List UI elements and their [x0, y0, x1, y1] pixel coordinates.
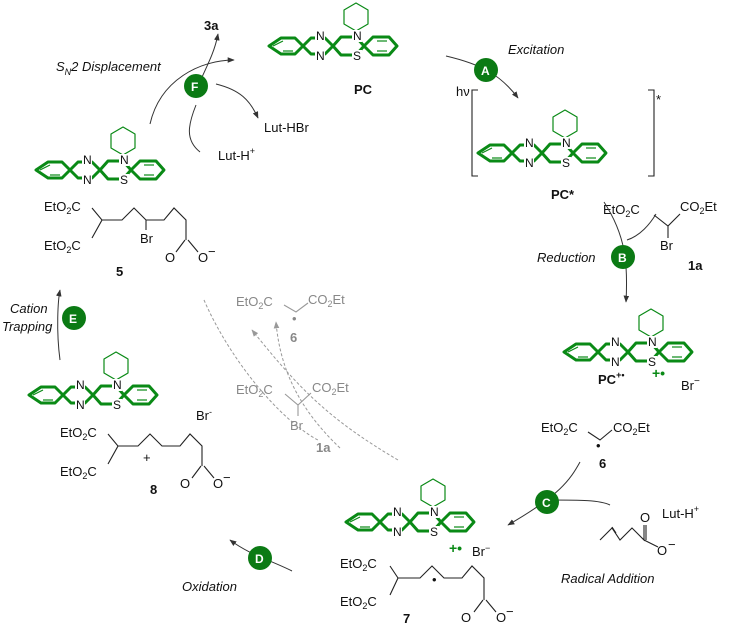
- int7-plus-dot: +•: [449, 540, 462, 556]
- arrow-b-reagent: [626, 213, 657, 241]
- chain-7: EtO2C EtO2C • O O −: [340, 556, 514, 625]
- svg-text:O: O: [640, 510, 650, 525]
- malonyl-radical-6-right: EtO2C CO2Et •: [541, 420, 650, 453]
- svg-text:O: O: [180, 476, 190, 491]
- chain-5: EtO2C EtO2C Br O O −: [44, 199, 216, 265]
- label-pc-star: PC*: [551, 187, 575, 202]
- label-1a-centre: 1a: [316, 440, 331, 455]
- svg-text:EtO2C: EtO2C: [44, 238, 81, 255]
- step-badge-d: D: [248, 546, 272, 570]
- int7-bromide: Br−: [472, 543, 490, 559]
- bromide-anion: Br−: [681, 376, 700, 393]
- label-5: 5: [116, 264, 123, 279]
- svg-text:EtO2C: EtO2C: [340, 556, 377, 573]
- svg-text:EtO2C: EtO2C: [603, 202, 640, 219]
- chain-propagation-arrow-3: [203, 299, 319, 441]
- lut-hbr: Lut-HBr: [264, 120, 309, 135]
- label-radical-addition: Radical Addition: [561, 571, 654, 586]
- svg-text:F: F: [191, 80, 198, 94]
- svg-text:C: C: [542, 496, 551, 510]
- step-badge-e: E: [62, 306, 86, 330]
- step-badge-f: F: [184, 74, 208, 98]
- svg-text:•: •: [292, 311, 297, 326]
- bromomalonate-1a-right: EtO2C CO2Et Br: [603, 199, 717, 253]
- chain-propagation-arrow-2: [273, 321, 341, 449]
- svg-text:O: O: [198, 250, 208, 265]
- svg-text:CO2Et: CO2Et: [613, 420, 650, 437]
- label-cation: Cation: [10, 301, 48, 316]
- svg-text:Br: Br: [660, 238, 674, 253]
- label-reduction: Reduction: [537, 250, 596, 265]
- label-pc-radical-cation: PC+•: [598, 370, 624, 387]
- svg-text:−: −: [208, 244, 216, 259]
- label-pc: PC: [354, 82, 373, 97]
- pc-star-structure: [476, 108, 608, 172]
- svg-text:+: +: [143, 450, 151, 465]
- label-1a-right: 1a: [688, 258, 703, 273]
- bromomalonate-1a-centre: EtO2C CO2Et Br: [236, 380, 349, 433]
- label-oxidation: Oxidation: [182, 579, 237, 594]
- arrow-e: [56, 289, 62, 361]
- step-badge-c: C: [535, 490, 559, 514]
- label-7: 7: [403, 611, 410, 626]
- lut-h-reagent-f: Lut-H+: [218, 146, 255, 163]
- svg-text:•: •: [596, 438, 601, 453]
- product-3a: 3a: [204, 18, 219, 33]
- svg-text:D: D: [255, 552, 264, 566]
- arrow-f-from-lutH: [188, 104, 201, 153]
- svg-text:−: −: [668, 537, 676, 552]
- excited-star: *: [656, 92, 661, 107]
- svg-text:EtO2C: EtO2C: [541, 420, 578, 437]
- svg-text:•: •: [432, 572, 437, 587]
- svg-text:O: O: [165, 250, 175, 265]
- svg-text:CO2Et: CO2Et: [312, 380, 349, 397]
- svg-text:O: O: [657, 543, 667, 558]
- label-6-centre: 6: [290, 330, 297, 345]
- pentenoate-reagent: O O −: [599, 510, 676, 558]
- arrow-f-to-lutHBr: [215, 83, 259, 119]
- pc-structure-top: [267, 1, 399, 65]
- arrow-c: [507, 461, 581, 526]
- svg-text:O: O: [213, 476, 223, 491]
- label-8: 8: [150, 482, 157, 497]
- pc-structure-7: [344, 477, 476, 541]
- lut-h-reagent-c: Lut-H+: [662, 504, 699, 521]
- malonyl-radical-6-centre: EtO2C CO2Et •: [236, 292, 345, 326]
- svg-text:−: −: [223, 470, 231, 485]
- pc-structure-8: [27, 350, 159, 414]
- pc-structure-5: [34, 125, 166, 189]
- svg-text:CO2Et: CO2Et: [308, 292, 345, 309]
- svg-text:EtO2C: EtO2C: [44, 199, 81, 216]
- step-badge-b: B: [611, 245, 635, 269]
- svg-text:EtO2C: EtO2C: [340, 594, 377, 611]
- svg-text:−: −: [506, 604, 514, 619]
- svg-text:CO2Et: CO2Et: [680, 199, 717, 216]
- step-badge-a: A: [474, 58, 498, 82]
- svg-text:B: B: [618, 251, 627, 265]
- svg-text:E: E: [69, 312, 77, 326]
- label-excitation: Excitation: [508, 42, 564, 57]
- svg-text:EtO2C: EtO2C: [60, 464, 97, 481]
- svg-text:EtO2C: EtO2C: [236, 294, 273, 311]
- pc-excited-bracket: [471, 89, 655, 177]
- svg-text:EtO2C: EtO2C: [60, 425, 97, 442]
- svg-text:EtO2C: EtO2C: [236, 382, 273, 399]
- chain-8: EtO2C EtO2C + O O −: [60, 425, 231, 491]
- label-trapping: Trapping: [2, 319, 53, 334]
- svg-text:O: O: [496, 610, 506, 625]
- svg-text:A: A: [481, 64, 490, 78]
- label-sn2-displacement: SN2 Displacement: [56, 59, 162, 77]
- svg-text:Br: Br: [140, 231, 154, 246]
- int8-bromide: Br-: [196, 407, 212, 423]
- svg-text:O: O: [461, 610, 471, 625]
- pc-radical-cation-structure: [562, 307, 694, 371]
- label-6-right: 6: [599, 456, 606, 471]
- chain-propagation-arrow-1: [251, 329, 399, 461]
- hv-light: hν: [456, 84, 470, 99]
- arrow-f: [149, 57, 235, 125]
- pc-plus-dot: +•: [652, 365, 665, 381]
